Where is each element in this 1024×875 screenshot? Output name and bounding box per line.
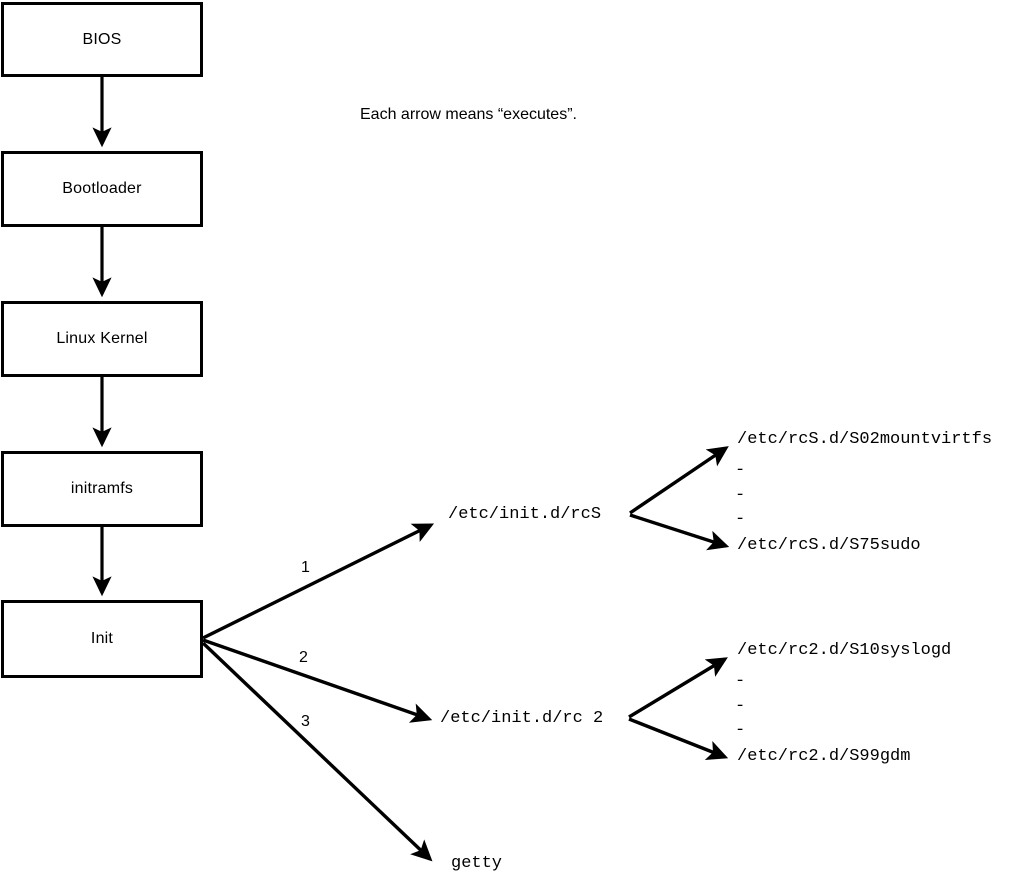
script-rcs-last[interactable]: /etc/rcS.d/S75sudo [737, 536, 921, 555]
branch-number-1: 1 [301, 559, 310, 576]
arrow-rcs-to-last-script [629, 513, 730, 551]
script-rcs-ellipsis-1: - [735, 461, 746, 480]
stage-label-init: Init [90, 630, 114, 647]
arrow-rc2-to-first-script [628, 657, 728, 719]
branch-number-2: 2 [299, 649, 308, 666]
branch-label-rcs[interactable]: /etc/init.d/rcS [448, 505, 602, 524]
script-rc2-last[interactable]: /etc/rc2.d/S99gdm [737, 747, 911, 766]
stage-box-bootloader[interactable]: Bootloader [1, 151, 203, 227]
branch-label-getty[interactable]: getty [451, 854, 503, 873]
stage-box-linux-kernel[interactable]: Linux Kernel [1, 301, 203, 377]
arrow-init-to-rcs [202, 523, 435, 640]
arrow-rc2-to-last-script [628, 717, 729, 760]
arrow-rcs-to-first-script [629, 446, 729, 515]
stage-label-linux-kernel: Linux Kernel [56, 330, 148, 347]
script-rcs-ellipsis-2: - [735, 486, 746, 505]
script-rc2-first[interactable]: /etc/rc2.d/S10syslogd [737, 641, 952, 660]
stage-box-bios[interactable]: BIOS [1, 2, 203, 77]
script-rc2-ellipsis-1: - [735, 672, 746, 691]
script-rc2-ellipsis-2: - [735, 697, 746, 716]
arrow-init-to-getty [201, 641, 433, 862]
stage-box-init[interactable]: Init [1, 600, 203, 678]
stage-label-bios: BIOS [82, 30, 122, 48]
stage-label-bootloader: Bootloader [62, 180, 142, 197]
arrow-init-to-rc2 [202, 638, 433, 723]
branch-number-3: 3 [301, 713, 310, 730]
diagram-caption: Each arrow means “executes”. [360, 106, 577, 123]
stage-label-initramfs: initramfs [70, 480, 134, 497]
script-rcs-ellipsis-3: - [735, 510, 746, 529]
stage-box-initramfs[interactable]: initramfs [1, 451, 203, 527]
script-rcs-first[interactable]: /etc/rcS.d/S02mountvirtfs [737, 430, 993, 449]
script-rc2-ellipsis-3: - [735, 721, 746, 740]
branch-label-rc2[interactable]: /etc/init.d/rc 2 [440, 709, 604, 728]
